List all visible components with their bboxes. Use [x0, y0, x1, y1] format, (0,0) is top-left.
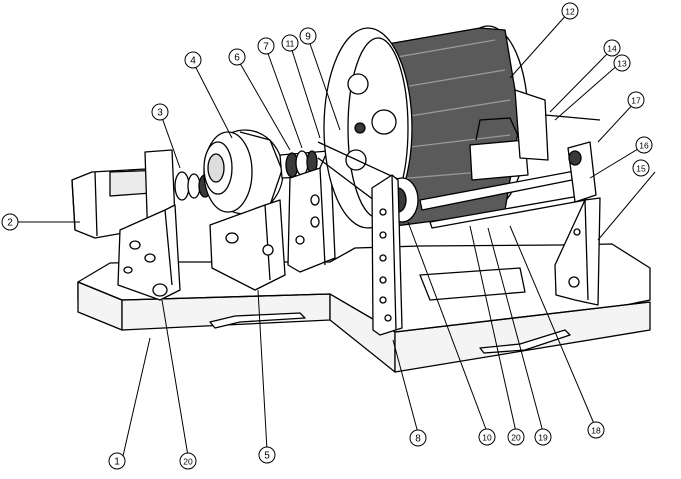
callout-20: 20: [507, 428, 525, 446]
middle-bracket: [209, 199, 286, 291]
callout-18: 18: [587, 421, 605, 439]
cable-drum: [323, 25, 529, 229]
callout-circle: [257, 37, 275, 55]
callout-2: 2: [1, 213, 19, 231]
callout-label: 10: [482, 433, 492, 443]
callout-20b: 20: [179, 452, 197, 470]
leader-lines: [18, 12, 656, 457]
motor-bracket: [117, 204, 181, 301]
callout-label: 17: [631, 96, 641, 106]
callout-8: 8: [409, 429, 427, 447]
callout-12: 12: [561, 2, 579, 20]
callout-15: 15: [632, 159, 650, 177]
callout-label: 20: [511, 433, 521, 443]
callout-circle: [299, 27, 317, 45]
callout-label: 14: [607, 44, 617, 54]
callout-11: 11: [281, 34, 299, 52]
callout-circle: [228, 48, 246, 66]
callout-14: 14: [603, 39, 621, 57]
callout-circle: [409, 429, 427, 447]
callout-17: 17: [627, 91, 645, 109]
callout-circle: [534, 428, 552, 446]
callout-circle: [627, 91, 645, 109]
callout-13: 13: [613, 54, 631, 72]
callout-10: 10: [478, 428, 496, 446]
bearing-bracket: [287, 144, 336, 273]
callout-1: 1: [108, 452, 126, 470]
callout-circle: [561, 2, 579, 20]
callout-label: 4: [190, 56, 196, 67]
callout-label: 2: [7, 218, 13, 229]
center-upright: [371, 174, 403, 336]
callout-circle: [184, 51, 202, 69]
callout-circle: [179, 452, 197, 470]
callout-label: 16: [639, 141, 649, 151]
callout-label: 7: [263, 42, 269, 53]
callout-circle: [281, 34, 299, 52]
callout-6: 6: [228, 48, 246, 66]
callout-label: 20: [183, 457, 193, 467]
callout-circle: [507, 428, 525, 446]
callout-circle: [603, 39, 621, 57]
callout-4: 4: [184, 51, 202, 69]
callout-label: 6: [234, 53, 240, 64]
callout-label: 1: [114, 457, 120, 468]
callout-label: 18: [591, 426, 601, 436]
callout-circle: [613, 54, 631, 72]
callout-9: 9: [299, 27, 317, 45]
callout-label: 8: [415, 434, 421, 445]
callout-circle: [587, 421, 605, 439]
callout-7: 7: [257, 37, 275, 55]
callout-label: 5: [264, 451, 270, 462]
callout-circle: [1, 213, 19, 231]
callout-circle: [151, 103, 169, 121]
callout-circle: [258, 446, 276, 464]
brake-coupling: [203, 129, 284, 215]
callout-label: 19: [538, 433, 548, 443]
right-bracket: [554, 197, 601, 306]
level-wind: [419, 89, 601, 229]
callout-label: 12: [565, 7, 575, 17]
callout-circle: [478, 428, 496, 446]
callout-label: 13: [617, 59, 627, 69]
callout-label: 9: [305, 32, 311, 43]
callout-circle: [108, 452, 126, 470]
callout-5: 5: [258, 446, 276, 464]
callout-16: 16: [635, 136, 653, 154]
callout-label: 15: [636, 164, 646, 174]
callout-circle: [632, 159, 650, 177]
callout-19: 19: [534, 428, 552, 446]
callout-circle: [635, 136, 653, 154]
callout-label: 3: [157, 108, 163, 119]
callout-3: 3: [151, 103, 169, 121]
callout-label: 11: [286, 39, 295, 49]
